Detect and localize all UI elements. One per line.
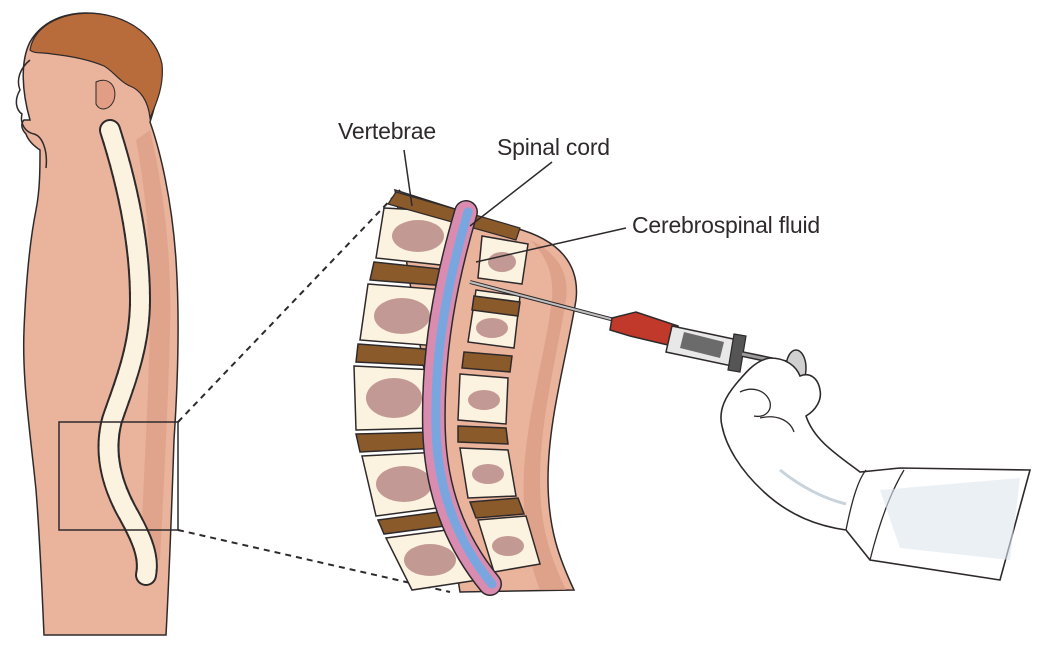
gloved-hand: [721, 358, 1030, 580]
spine-cross-section: [354, 190, 576, 592]
label-cerebrospinal-fluid: Cerebrospinal fluid: [632, 212, 820, 239]
label-vertebrae: Vertebrae: [338, 118, 436, 145]
glove-shading: [880, 478, 1020, 560]
leader-spinal-cord: [470, 162, 552, 226]
label-spinal-cord: Spinal cord: [497, 134, 610, 161]
human-figure: [16, 13, 178, 635]
